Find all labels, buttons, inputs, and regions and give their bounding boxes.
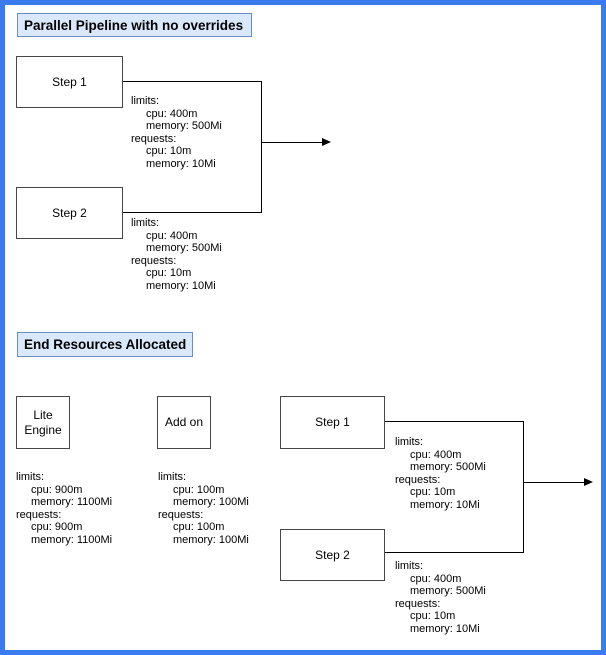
section-title-parallel-pipeline: Parallel Pipeline with no overrides [17, 13, 252, 37]
resource-block-lite-engine: limits: cpu: 900m memory: 1100Mi request… [16, 471, 112, 546]
connector-top-step1 [123, 81, 262, 82]
connector-bottom-step1 [385, 421, 524, 422]
resource-block-addon: limits: cpu: 100m memory: 100Mi requests… [158, 471, 249, 546]
node-lite-engine: Lite Engine [16, 396, 70, 449]
resource-line: cpu: 10m [146, 267, 192, 279]
node-top-step1-label: Step 1 [52, 74, 87, 89]
resource-line: requests: [395, 473, 441, 486]
resource-line: requests: [131, 132, 177, 145]
connector-bottom-merge [523, 421, 524, 553]
resource-line: limits: [395, 436, 424, 448]
resource-line: cpu: 900m [31, 521, 83, 533]
resource-line: memory: 500Mi [410, 585, 486, 597]
resource-line: memory: 1100Mi [31, 496, 113, 508]
node-top-step2: Step 2 [16, 187, 123, 239]
connector-top-merge [261, 81, 262, 213]
arrow-bottom-shaft [524, 482, 585, 483]
resource-line: cpu: 100m [173, 483, 225, 496]
arrow-right-icon [322, 138, 331, 146]
node-top-step1: Step 1 [16, 56, 123, 108]
node-addon: Add on [157, 396, 211, 449]
resource-line: limits: [131, 217, 160, 229]
resource-line: memory: 10Mi [146, 157, 216, 170]
connector-bottom-step2 [385, 552, 524, 553]
resource-line: memory: 100Mi [173, 496, 249, 508]
resource-line: requests: [131, 254, 177, 267]
resource-line: cpu: 10m [146, 145, 192, 157]
resource-line: cpu: 100m [173, 521, 225, 533]
resource-line: cpu: 900m [31, 483, 83, 496]
resource-line: requests: [16, 508, 62, 521]
node-lite-engine-label: Lite Engine [24, 407, 62, 437]
resource-line: memory: 100Mi [173, 533, 249, 546]
resource-line: memory: 10Mi [410, 498, 480, 511]
resource-line: limits: [395, 560, 424, 572]
node-bottom-step2: Step 2 [280, 529, 385, 581]
resource-line: limits: [158, 471, 187, 483]
resource-line: requests: [395, 597, 441, 610]
arrow-top-shaft [262, 142, 323, 143]
resource-line: limits: [131, 95, 160, 107]
node-bottom-step1: Step 1 [280, 396, 385, 449]
connector-top-step2 [123, 212, 262, 213]
resource-line: memory: 10Mi [410, 622, 480, 635]
resource-line: cpu: 400m [410, 572, 462, 585]
resource-line: memory: 500Mi [410, 461, 486, 473]
node-top-step2-label: Step 2 [52, 205, 87, 220]
resource-line: memory: 500Mi [146, 120, 222, 132]
resource-line: memory: 1100Mi [31, 533, 113, 546]
resource-line: cpu: 10m [410, 610, 456, 622]
section-title-end-resources: End Resources Allocated [17, 332, 193, 357]
resource-block-top-step2: limits: cpu: 400m memory: 500Mi requests… [131, 217, 222, 292]
resource-line: limits: [16, 471, 45, 483]
resource-line: cpu: 400m [146, 229, 198, 242]
resource-line: cpu: 400m [146, 107, 198, 120]
resource-block-bottom-step1: limits: cpu: 400m memory: 500Mi requests… [395, 436, 486, 511]
node-bottom-step2-label: Step 2 [315, 547, 350, 562]
resource-line: cpu: 400m [410, 448, 462, 461]
resource-line: cpu: 10m [410, 486, 456, 498]
resource-line: memory: 10Mi [146, 279, 216, 292]
resource-block-bottom-step2: limits: cpu: 400m memory: 500Mi requests… [395, 560, 486, 635]
resource-line: memory: 500Mi [146, 242, 222, 254]
node-addon-label: Add on [164, 415, 204, 429]
arrow-right-icon [584, 478, 593, 486]
resource-block-top-step1: limits: cpu: 400m memory: 500Mi requests… [131, 95, 222, 170]
resource-line: requests: [158, 508, 204, 521]
node-bottom-step1-label: Step 1 [315, 415, 350, 429]
